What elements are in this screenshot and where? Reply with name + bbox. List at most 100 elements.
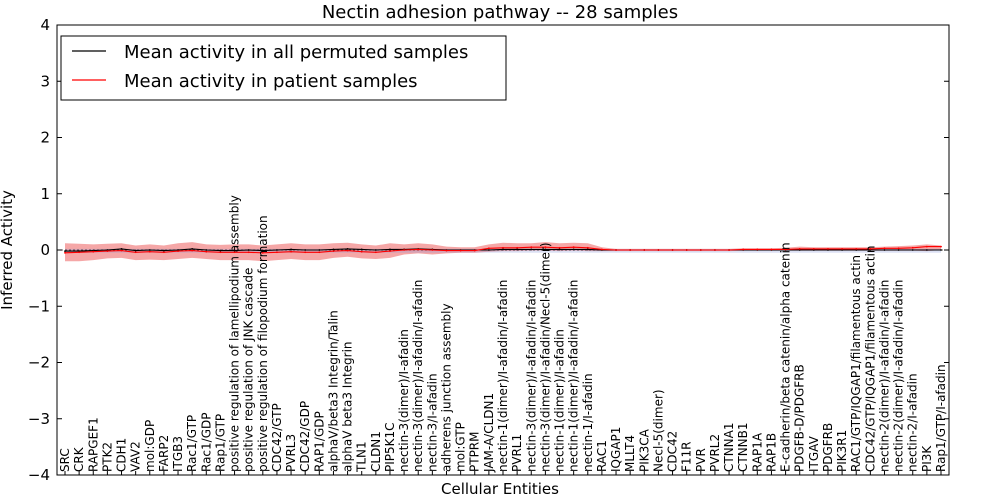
x-tick-label: CDH1 (115, 438, 129, 472)
data-point (516, 246, 519, 249)
data-point (487, 249, 490, 251)
data-point (671, 249, 674, 251)
x-tick-label: Rap1/GTP (213, 414, 227, 472)
x-tick-label: nectin-3(dimer)/I-afadin/I-afadin (411, 280, 425, 472)
x-tick-label: PTPRM (468, 432, 482, 473)
data-point (134, 249, 137, 252)
y-tick-label: 2 (40, 129, 50, 147)
x-tick-label: JAM-A/CLDN1 (482, 393, 496, 473)
x-tick-label: RAPGEF1 (86, 417, 100, 472)
data-point (219, 251, 222, 254)
x-tick-label: RAP1/GDP (312, 411, 326, 472)
x-tick-label: nectin-3/I-afadin (425, 373, 439, 472)
data-point (219, 249, 222, 252)
x-tick-label: CDC42/GTP (270, 403, 284, 472)
x-tick-label: ITGAV (807, 435, 821, 472)
data-point (586, 246, 589, 249)
legend: Mean activity in all permuted samples Me… (60, 35, 507, 101)
data-point (191, 249, 194, 252)
x-tick-label: F11R (680, 441, 694, 472)
x-tick-label: SRC (58, 448, 72, 472)
data-point (332, 250, 335, 253)
data-point (120, 247, 123, 250)
x-tick-label: CLDN1 (369, 431, 383, 472)
x-tick-label: nectin-3(dimer)/I-afadin/I-afadin (524, 280, 538, 472)
data-point (304, 249, 307, 251)
data-point (841, 247, 843, 250)
x-tick-label: CTNNA1 (722, 422, 736, 472)
data-point (473, 249, 476, 252)
legend-label-permuted: Mean activity in all permuted samples (124, 42, 468, 63)
data-point (360, 248, 363, 251)
data-point (92, 250, 95, 253)
y-tick-label: −3 (28, 410, 50, 428)
y-tick-label: −4 (28, 466, 50, 484)
data-point (64, 250, 66, 253)
x-tick-label: TLN1 (355, 441, 369, 473)
x-tick-label: CTNNB1 (736, 422, 750, 472)
data-point (374, 251, 377, 254)
data-point (558, 246, 561, 249)
x-tick-label: PIK3R1 (835, 430, 849, 472)
data-point (148, 249, 151, 251)
data-point (247, 249, 250, 251)
data-point (869, 247, 872, 250)
data-point (530, 248, 533, 251)
data-point (558, 248, 561, 251)
x-tick-label: PVRL3 (284, 434, 298, 472)
x-tick-label: RAC1/GTP/IQGAP1/filamentous actin (849, 255, 863, 472)
x-tick-label: VAV2 (129, 441, 143, 472)
x-tick-label: CDC42/GTP/IQGAP1/filamentous actin (863, 246, 877, 472)
data-point (502, 246, 504, 249)
data-point (318, 249, 321, 251)
x-tick-label: PDGFB-D/PDGFRB (793, 364, 807, 472)
y-axis-label: Inferred Activity (0, 190, 16, 310)
legend-label-patient: Mean activity in patient samples (124, 71, 418, 92)
x-tick-label: PVR (694, 448, 708, 472)
data-point (261, 251, 264, 254)
x-tick-label: nectin-2(dimer)/I-afadin/I-afadin (892, 280, 906, 472)
data-point (360, 250, 363, 253)
data-point (883, 247, 886, 250)
data-point (699, 249, 702, 251)
x-tick-label: PVRL2 (708, 434, 722, 472)
data-point (586, 248, 589, 251)
x-tick-label: Rap1/GTP/I-afadin (934, 364, 948, 472)
data-point (487, 247, 490, 250)
data-point (516, 248, 519, 251)
x-tick-label: nectin-1(dimer)/I-afadin (553, 329, 567, 472)
data-point (374, 249, 377, 251)
x-tick-label: MLLT4 (623, 435, 637, 472)
data-point (389, 248, 391, 251)
y-tick-label: 3 (40, 72, 50, 90)
data-point (784, 248, 787, 251)
data-point (318, 251, 321, 254)
x-tick-label: RAP1B (765, 433, 779, 472)
data-point (106, 250, 109, 253)
data-point (134, 251, 137, 254)
data-point (544, 248, 547, 251)
legend-box (60, 35, 507, 101)
data-point (163, 251, 165, 254)
data-point (685, 249, 688, 251)
data-point (601, 248, 603, 251)
data-point (897, 249, 900, 251)
data-point (332, 248, 335, 251)
data-point (657, 249, 660, 251)
data-point (276, 249, 278, 251)
x-tick-label: RAP1A (750, 432, 764, 472)
data-point (261, 249, 264, 252)
data-point (290, 248, 292, 251)
data-point (911, 246, 914, 249)
data-point (827, 247, 829, 250)
x-tick-label: PVRL1 (510, 434, 524, 472)
data-point (940, 249, 942, 251)
x-tick-label: alphaV beta3 Integrin (341, 341, 355, 472)
x-tick-label: PDGFRB (821, 423, 835, 472)
data-point (431, 249, 434, 251)
data-point (572, 246, 575, 249)
data-point (883, 249, 886, 251)
x-tick-label: CDC42 (666, 431, 680, 472)
x-tick-label: Rac1/GTP (185, 415, 199, 472)
